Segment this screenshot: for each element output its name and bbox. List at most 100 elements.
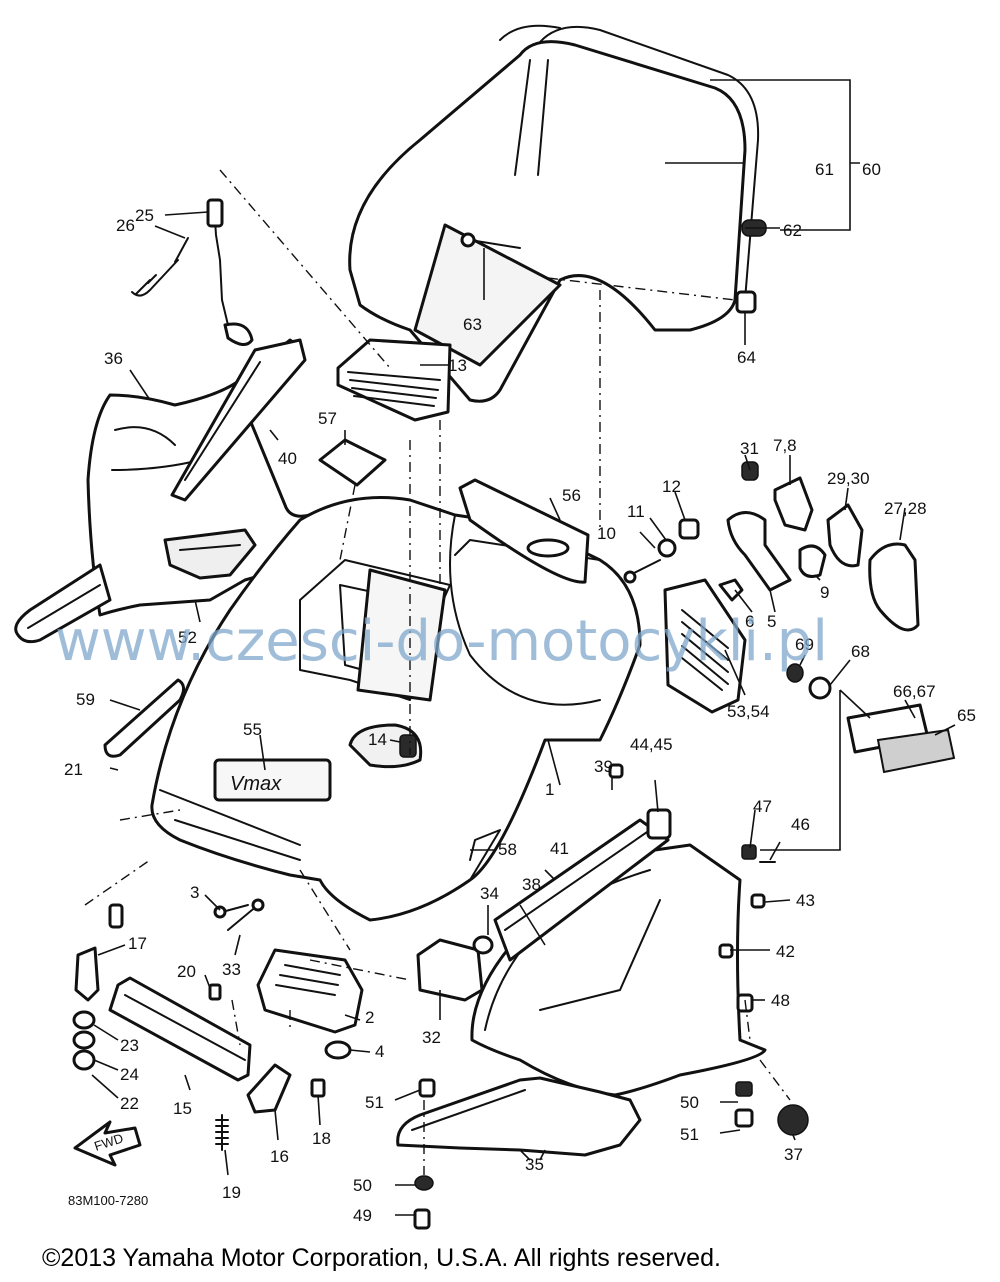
spring-26 [131,237,189,297]
label-3: 3 [190,883,199,902]
emblem-text: Vmax [230,773,282,795]
grille-13 [336,338,452,422]
label-20: 20 [177,962,196,981]
label-66-67: 66,67 [893,682,936,701]
lower-cover-52 [163,528,257,580]
bracket-16 [246,1063,292,1114]
label-22: 22 [120,1094,139,1113]
label-11: 11 [627,502,645,521]
bracket-17 [74,946,100,1002]
lens-59 [103,678,185,758]
nut-64 [735,290,757,314]
label-62: 62 [783,221,802,240]
label-12: 12 [662,477,681,496]
label-25: 25 [135,206,154,225]
label-1: 1 [545,780,554,799]
grommet-68 [808,676,832,700]
screw-63 [460,232,521,249]
diagram-code: 83M100-7280 [68,1193,148,1208]
label-41: 41 [550,839,569,858]
right-side-panel [470,843,767,1097]
label-7-8: 7,8 [773,436,797,455]
label-18: 18 [312,1129,331,1148]
windshield-trim [499,24,561,41]
label-27-28: 27,28 [884,499,927,518]
vent-56 [458,478,590,584]
box-2 [256,948,364,1034]
label-17: 17 [128,934,147,953]
label-31: 31 [740,439,759,458]
clip-18 [310,1078,326,1098]
spring-19 [215,1114,229,1151]
label-47: 47 [753,797,772,816]
label-13: 13 [448,356,467,375]
bracket-40 [170,338,307,502]
label-5: 5 [767,612,776,631]
bolt-33 [227,898,265,931]
mirror-bracket [623,461,920,632]
label-14: 14 [368,730,387,749]
louver-53 [663,578,747,714]
label-58: 58 [498,840,517,859]
label-32: 32 [422,1028,441,1047]
label-43: 43 [796,891,815,910]
label-60: 60 [862,160,881,179]
label-2: 2 [365,1008,374,1027]
rail-41 [493,818,670,962]
label-34: 34 [480,884,499,903]
label-50-bottom: 50 [353,1176,372,1195]
main-cowl [150,496,642,922]
label-48: 48 [771,991,790,1010]
label-24: 24 [120,1065,139,1084]
label-36: 36 [104,349,123,368]
label-68: 68 [851,642,870,661]
label-4: 4 [375,1042,384,1061]
hardware-bottom [108,903,436,1230]
label-15: 15 [173,1099,192,1118]
watermark: www.czesci-do-motocykli.pl [55,609,828,674]
label-57: 57 [318,409,337,428]
label-55: 55 [243,720,262,739]
label-59: 59 [76,690,95,709]
label-46: 46 [791,815,810,834]
emblem-55: Vmax [213,758,332,802]
box-32 [416,938,484,1002]
label-51-right: 51 [680,1125,699,1144]
label-63: 63 [463,315,482,334]
plug-14 [348,723,423,769]
label-53-54: 53,54 [727,702,770,721]
leader-lines [91,79,956,1216]
label-23: 23 [120,1036,139,1055]
label-42: 42 [776,942,795,961]
label-56: 56 [562,486,581,505]
label-29-30: 29,30 [827,469,870,488]
label-35: 35 [525,1155,544,1174]
windshield [348,25,760,403]
fwd-arrow: FWD [73,1120,142,1167]
pad-57 [318,438,387,487]
label-10: 10 [597,524,616,543]
label-38: 38 [522,875,541,894]
label-37: 37 [784,1145,803,1164]
grommet-69 [786,663,804,683]
plate-65 [876,728,956,774]
washer-4 [324,1040,352,1060]
label-50-right: 50 [680,1093,699,1112]
label-39: 39 [594,757,613,776]
label-61: 61 [815,160,834,179]
label-9: 9 [820,583,829,602]
copyright-notice: ©2013 Yamaha Motor Corporation, U.S.A. A… [42,1244,721,1272]
label-52: 52 [178,628,197,647]
washers-22-24 [72,1010,96,1071]
label-26: 26 [116,216,135,235]
label-51-left: 51 [365,1093,384,1112]
label-19: 19 [222,1183,241,1202]
label-49: 49 [353,1206,372,1225]
lower-skirt-35 [396,1076,642,1157]
bolt-3 [213,904,249,919]
part-labels: 1 2 3 4 5 6 7,8 9 10 11 12 13 14 15 16 1… [64,160,976,1225]
label-69: 69 [795,635,814,654]
reference-lines [84,169,791,1175]
